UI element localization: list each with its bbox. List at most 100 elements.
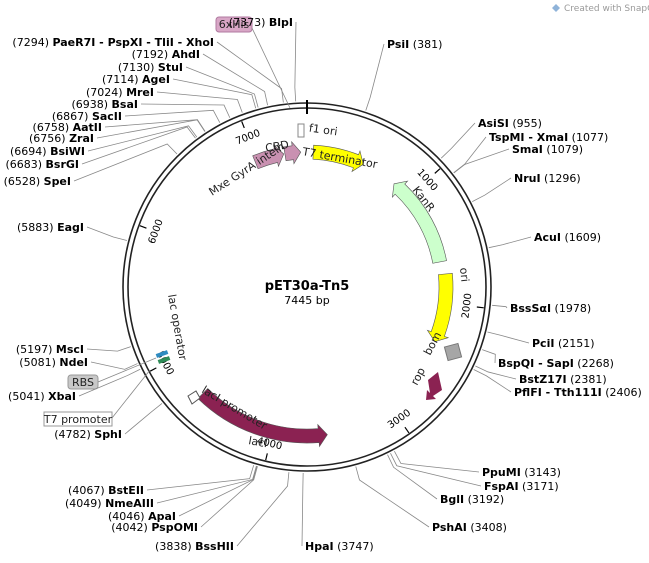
site-name: AhdI bbox=[172, 48, 200, 61]
site-position: (3408) bbox=[467, 521, 507, 534]
site-hpai: HpaI (3747) bbox=[301, 472, 374, 553]
site-position: (6758) bbox=[33, 121, 73, 134]
site-leader bbox=[200, 466, 258, 528]
site-bstz17i: BstZ17I (2381) bbox=[475, 365, 607, 386]
site-label: (5081) NdeI bbox=[19, 356, 88, 369]
his-tag-label: 6xHis bbox=[219, 18, 250, 31]
site-name: ZraI bbox=[69, 132, 94, 145]
site-position: (3143) bbox=[521, 466, 561, 479]
site-label: PflFI - Tth111I (2406) bbox=[514, 386, 642, 399]
tick-label-1: 2000 bbox=[460, 293, 474, 320]
site-label: FspAI (3171) bbox=[484, 480, 559, 493]
site-pspomi: (4042) PspOMI bbox=[111, 466, 258, 534]
restriction-sites: PsiI (381)AsiSI (955)TspMI - XmaI (1077)… bbox=[4, 16, 642, 553]
site-label: BspQI - SapI (2268) bbox=[498, 357, 614, 370]
site-leader bbox=[124, 109, 221, 123]
site-name: EagI bbox=[57, 221, 84, 234]
site-eagi: (5883) EagI bbox=[17, 221, 127, 241]
site-label: (4782) SphI bbox=[54, 428, 122, 441]
site-leader bbox=[146, 465, 255, 491]
site-leader bbox=[178, 466, 258, 517]
site-position: (1296) bbox=[541, 172, 581, 185]
site-leader bbox=[390, 453, 482, 487]
site-name: BssSαI bbox=[510, 302, 551, 315]
site-leader bbox=[81, 126, 196, 165]
site-label: (4042) PspOMI bbox=[111, 521, 198, 534]
rbs-label: RBS bbox=[72, 376, 94, 389]
feature-arrow-f1-ori bbox=[312, 144, 364, 173]
site-label: (3838) BssHII bbox=[155, 540, 234, 553]
site-sphi: (4782) SphI bbox=[54, 403, 163, 441]
snapgene-logo-icon bbox=[552, 4, 560, 12]
site-bsrgi: (6683) BsrGI bbox=[5, 126, 196, 171]
site-label: (6758) AatII bbox=[33, 121, 102, 134]
tick-label-5: 6000 bbox=[147, 218, 166, 246]
site-name: BstEII bbox=[108, 484, 144, 497]
site-position: (6756) bbox=[29, 132, 69, 145]
site-label: SmaI (1079) bbox=[512, 143, 583, 156]
site-position: (381) bbox=[409, 38, 442, 51]
site-label: PciI (2151) bbox=[532, 337, 595, 350]
site-xbai: (5041) XbaI bbox=[8, 368, 141, 403]
site-nmeaiii: (4049) NmeAIII bbox=[65, 465, 257, 510]
tick-mark-4 bbox=[149, 367, 157, 372]
site-leader bbox=[453, 136, 487, 174]
site-acui: AcuI (1609) bbox=[488, 231, 601, 249]
site-label: (6694) BsiWI bbox=[10, 145, 85, 158]
site-name: PpuMI bbox=[482, 466, 521, 479]
brand-text: Created with SnapGene bbox=[564, 4, 649, 14]
rop-label: rop bbox=[408, 365, 428, 387]
site-leader bbox=[482, 349, 496, 364]
site-label: (7114) AgeI bbox=[102, 73, 170, 86]
site-label: BglI (3192) bbox=[440, 493, 504, 506]
ori-label: ori bbox=[457, 267, 471, 283]
site-name: PshAI bbox=[432, 521, 467, 534]
site-label: (4067) BstEII bbox=[68, 484, 144, 497]
site-ahdi: (7192) AhdI bbox=[132, 48, 268, 106]
lac-operator-box-b bbox=[157, 356, 171, 364]
site-name: XbaI bbox=[48, 390, 76, 403]
site-name: ApaI bbox=[148, 510, 176, 523]
site-name: SmaI bbox=[512, 143, 543, 156]
site-bsssai: BssSαI (1978) bbox=[492, 302, 591, 315]
site-leader bbox=[87, 125, 198, 152]
site-label: (6867) SacII bbox=[52, 110, 122, 123]
t7-promoter-box bbox=[43, 411, 113, 427]
site-leader bbox=[394, 451, 480, 473]
site-stui: (7130) StuI bbox=[118, 61, 259, 108]
site-name: PaeR7I - PspXI - TliI - XhoI bbox=[52, 36, 214, 49]
plasmid-length: 7445 bp bbox=[284, 294, 329, 307]
features bbox=[197, 140, 454, 448]
feature-arrow-mxe-gyra-intein bbox=[252, 144, 285, 170]
site-name: NruI bbox=[514, 172, 541, 185]
site-label: (5883) EagI bbox=[17, 221, 84, 234]
site-label: (6938) BsaI bbox=[71, 98, 138, 111]
site-name: NmeAIII bbox=[105, 497, 154, 510]
site-label: (6756) ZraI bbox=[29, 132, 94, 145]
site-leader bbox=[216, 41, 284, 103]
plasmid-name: pET30a-Tn5 bbox=[265, 279, 350, 294]
laci-label: lacI bbox=[247, 434, 268, 450]
tick-label-6: 7000 bbox=[234, 128, 262, 148]
site-name: AgeI bbox=[142, 73, 170, 86]
site-position: (7114) bbox=[102, 73, 142, 86]
site-name: BstZ17I bbox=[519, 373, 567, 386]
site-label: (7024) MreI bbox=[86, 86, 154, 99]
site-label: AcuI (1609) bbox=[534, 231, 601, 244]
site-name: StuI bbox=[158, 61, 183, 74]
rop-arrow bbox=[426, 372, 442, 400]
site-position: (6694) bbox=[10, 145, 50, 158]
site-label: (4046) ApaI bbox=[108, 510, 176, 523]
site-leader bbox=[487, 331, 530, 344]
site-position: (7373) bbox=[229, 16, 269, 29]
site-position: (2381) bbox=[567, 373, 607, 386]
site-leader bbox=[440, 122, 476, 159]
site-bsiwi: (6694) BsiWI bbox=[10, 125, 198, 158]
site-name: NdeI bbox=[59, 356, 88, 369]
site-position: (6528) bbox=[4, 175, 44, 188]
site-name: AcuI bbox=[534, 231, 561, 244]
site-pshai: PshAI (3408) bbox=[355, 466, 507, 534]
site-position: (3192) bbox=[464, 493, 504, 506]
site-leader bbox=[73, 143, 178, 182]
